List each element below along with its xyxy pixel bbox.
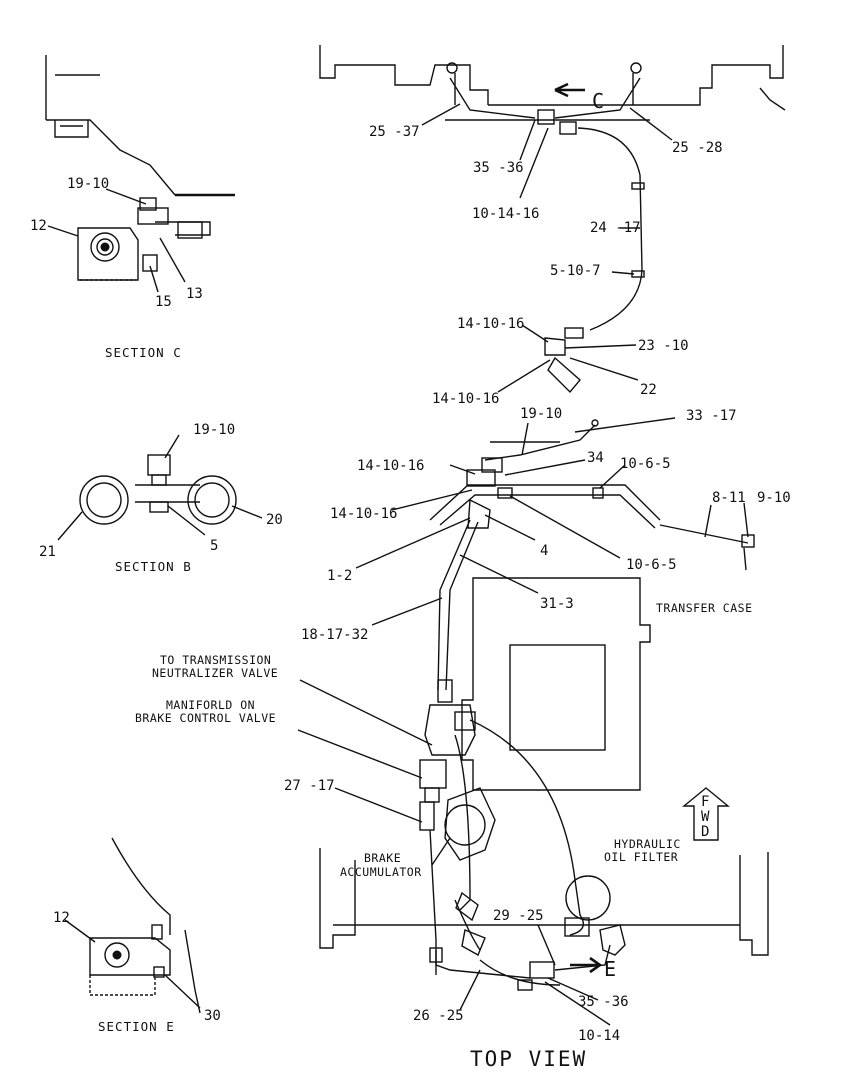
callout-18-17-32: 18-17-32 xyxy=(301,627,368,643)
callout-14-10-16-c: 14-10-16 xyxy=(357,458,424,474)
callout-22: 22 xyxy=(640,382,657,398)
forward-arrow: F W D xyxy=(682,787,730,841)
fwd-letter-d: D xyxy=(701,824,709,840)
section-c-callout-13: 13 xyxy=(186,286,203,302)
callout-25-28: 25 -28 xyxy=(672,140,723,156)
section-e-callout-30: 30 xyxy=(204,1008,221,1024)
note-transmission-2: NEUTRALIZER VALVE xyxy=(152,666,278,680)
callout-14-10-16-d: 14-10-16 xyxy=(330,506,397,522)
upper-frame: C xyxy=(319,45,786,394)
note-manifold-2: BRAKE CONTROL VALVE xyxy=(135,711,276,725)
section-c-callout-19-10: 19-10 xyxy=(67,176,109,192)
callout-26-25: 26 -25 xyxy=(413,1008,464,1024)
view-marker-c: C xyxy=(592,89,606,113)
callout-1-2: 1-2 xyxy=(327,568,352,584)
callouts: 25 -37 25 -28 35 -36 10-14-16 24 -17 5-1… xyxy=(284,124,791,1044)
callout-35-36: 35 -36 xyxy=(473,160,524,176)
note-transmission-1: TO TRANSMISSION xyxy=(160,653,271,667)
lower-frame: E xyxy=(319,848,769,991)
callout-9-10: 9-10 xyxy=(757,490,791,506)
note-accumulator-2: ACCUMULATOR xyxy=(340,865,422,879)
section-e-callout-12: 12 xyxy=(53,910,70,926)
fwd-letter-w: W xyxy=(701,809,710,825)
section-b-callout-5: 5 xyxy=(210,538,218,554)
view-title: TOP VIEW xyxy=(470,1047,587,1071)
callout-23-10: 23 -10 xyxy=(638,338,689,354)
callout-24-17: 24 -17 xyxy=(590,220,641,236)
callout-33-17: 33 -17 xyxy=(686,408,737,424)
callout-35-36-b: 35 -36 xyxy=(578,994,629,1010)
section-b-title: SECTION B xyxy=(115,559,192,574)
transfer-case-label: TRANSFER CASE xyxy=(656,601,753,615)
callout-4: 4 xyxy=(540,543,548,559)
callout-10-6-5-b: 10-6-5 xyxy=(626,557,677,573)
section-e-title: SECTION E xyxy=(98,1019,175,1034)
callout-34: 34 xyxy=(587,450,604,466)
section-c-callout-15: 15 xyxy=(155,294,172,310)
valve-manifold xyxy=(419,679,576,975)
view-marker-e: E xyxy=(604,957,618,981)
callout-19-10: 19-10 xyxy=(520,406,562,422)
callout-14-10-16-b: 14-10-16 xyxy=(432,391,499,407)
note-manifold-1: MANIFORLD ON xyxy=(166,698,255,712)
callout-25-37: 25 -37 xyxy=(369,124,420,140)
section-b-detail: 19-10 21 5 20 SECTION B xyxy=(39,422,283,574)
leader-lines xyxy=(297,103,749,1026)
section-e-detail: 12 30 SECTION E xyxy=(53,837,221,1034)
transfer-case: TRANSFER CASE xyxy=(461,577,753,791)
callout-5-10-7: 5-10-7 xyxy=(550,263,601,279)
middle-harness xyxy=(429,419,755,691)
callout-14-10-16-a: 14-10-16 xyxy=(457,316,524,332)
note-filter-1: HYDRAULIC xyxy=(614,837,681,851)
section-c-callout-12: 12 xyxy=(30,218,47,234)
callout-8-11: 8-11 xyxy=(712,490,746,506)
section-c-detail: 19-10 12 13 15 SECTION C xyxy=(30,55,235,360)
section-b-callout-21: 21 xyxy=(39,544,56,560)
note-accumulator-1: BRAKE xyxy=(364,851,401,865)
note-filter-2: OIL FILTER xyxy=(604,850,678,864)
section-b-callout-20: 20 xyxy=(266,512,283,528)
callout-31-3: 31-3 xyxy=(540,596,574,612)
callout-27-17: 27 -17 xyxy=(284,778,335,794)
section-b-callout-19-10: 19-10 xyxy=(193,422,235,438)
callout-10-14: 10-14 xyxy=(578,1028,620,1044)
section-c-title: SECTION C xyxy=(105,345,182,360)
notes: TO TRANSMISSION NEUTRALIZER VALVE MANIFO… xyxy=(135,653,681,879)
callout-29-25: 29 -25 xyxy=(493,908,544,924)
fwd-letter-f: F xyxy=(701,794,709,810)
callout-10-14-16: 10-14-16 xyxy=(472,206,539,222)
callout-10-6-5-a: 10-6-5 xyxy=(620,456,671,472)
